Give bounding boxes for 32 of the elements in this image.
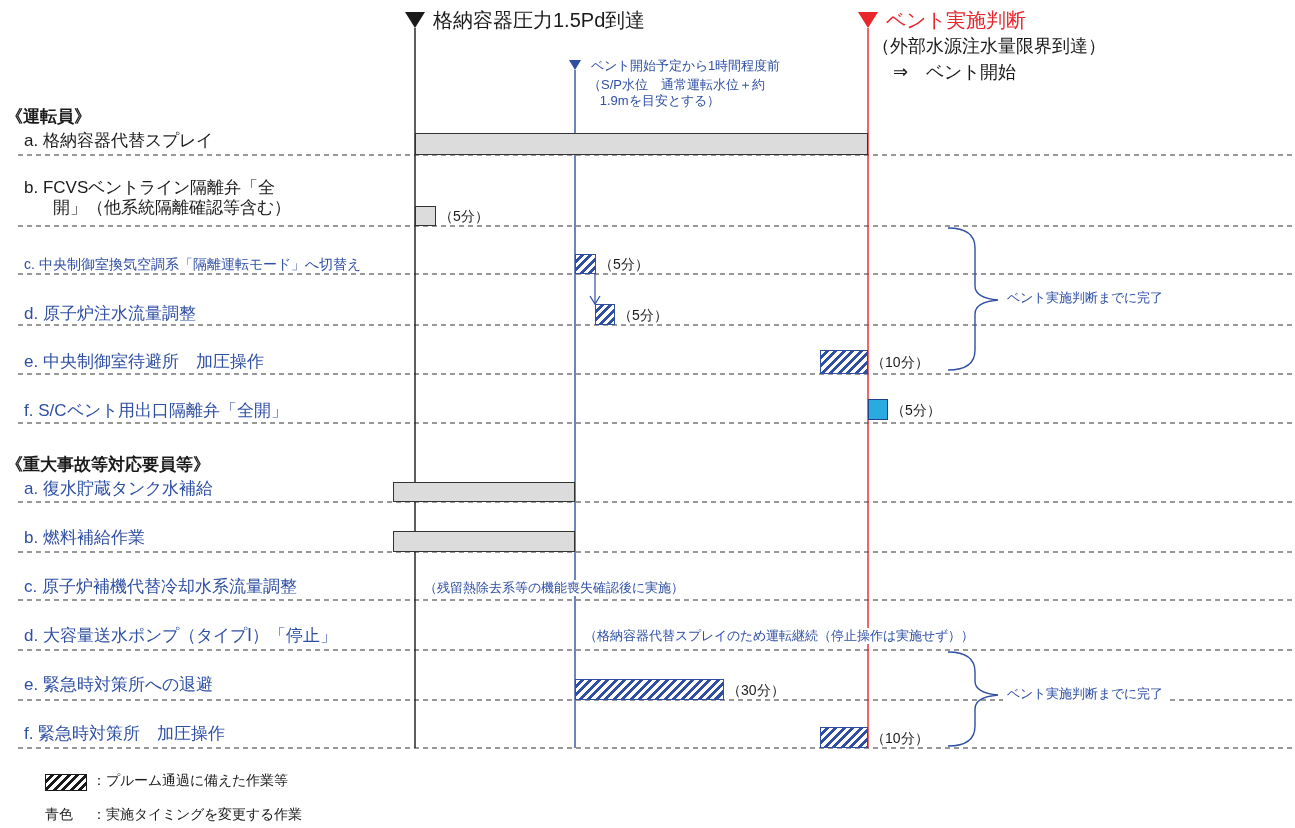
milestone-label: ベント実施判断 — [886, 8, 1026, 32]
duration-label: （5分） — [439, 209, 489, 223]
task-label: e. 中央制御室待避所 加圧操作 — [24, 352, 264, 373]
task-label: d. 大容量送水ポンプ（タイプⅠ）「停止」 — [24, 626, 337, 647]
milestone-label: ベント開始予定から1時間程度前 — [591, 58, 781, 74]
duration-label: （30分） — [727, 682, 785, 697]
task-label: b. FCVSベントライン隔離弁「全開」（他系統隔離確認等含む） — [24, 178, 292, 219]
duration-label: （5分） — [618, 307, 668, 322]
duration-label: （10分） — [871, 355, 929, 369]
arrow — [589, 273, 601, 305]
task-label: f. 緊急時対策所 加圧操作 — [24, 724, 226, 745]
task-label: b. 燃料補給作業 — [24, 528, 145, 549]
task-label: f. S/Cベント用出口隔離弁「全開」 — [24, 401, 288, 422]
task-label: a. 復水貯蔵タンク水補給 — [24, 479, 213, 500]
task-label: a. 格納容器代替スプレイ — [24, 131, 213, 152]
duration-label: （5分） — [599, 257, 649, 271]
task-label: d. 原子炉注水流量調整 — [24, 304, 196, 325]
task-label: c. 原子炉補機代替冷却水系流量調整 — [24, 577, 297, 598]
milestone-label: 格納容器圧力1.5Pd到達 — [433, 8, 646, 32]
task-label: e. 緊急時対策所への退避 — [24, 675, 213, 696]
legend-text: ：プルーム通過に備えた作業等 — [92, 772, 288, 789]
legend-text: 青色 — [45, 806, 73, 823]
task-label: c. 中央制御室換気空調系「隔離運転モード」へ切替え — [24, 256, 361, 273]
legend-text: ：実施タイミングを変更する作業 — [92, 806, 302, 823]
note-text: ⇒ ベント開始 — [893, 62, 1017, 84]
group-heading: 《重大事故等対応要員等》 — [6, 455, 210, 476]
group-heading: 《運転員》 — [6, 107, 91, 128]
duration-label: （10分） — [871, 730, 929, 745]
note-text: （S/P水位 通常運転水位＋約1.9mを目安とする） — [588, 77, 766, 109]
note-text: （外部水源注水量限界到達） — [872, 36, 1106, 58]
duration-label: （5分） — [891, 402, 941, 417]
brace-label: ベント実施判断までに完了 — [1003, 686, 1167, 702]
